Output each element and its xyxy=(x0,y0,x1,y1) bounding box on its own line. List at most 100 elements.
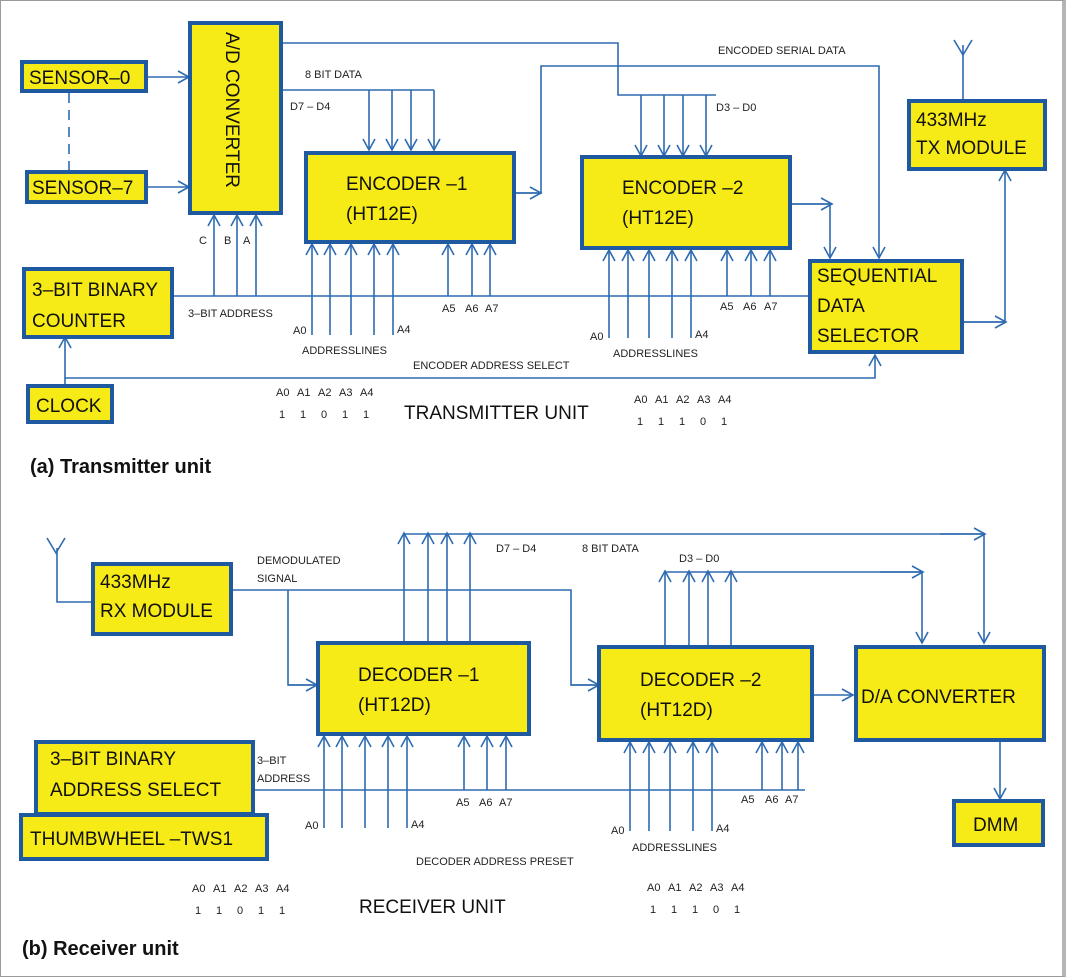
label-d7-d4: D7 – D4 xyxy=(290,101,330,113)
address-header: A2 xyxy=(689,882,702,894)
receiver-labels: DEMODULATED SIGNAL D7 – D4 8 BIT DATA D3… xyxy=(22,543,798,960)
counter-label-2: COUNTER xyxy=(32,311,126,332)
label-encoded-serial-data: ENCODED SERIAL DATA xyxy=(718,45,846,57)
receiver-blocks: 433MHz RX MODULE DECODER –1 (HT12D) DECO… xyxy=(19,562,1046,861)
transmitter-wires xyxy=(58,39,1012,385)
tx-module-block: 433MHz TX MODULE xyxy=(907,99,1047,171)
label-a: A xyxy=(243,235,251,247)
dac-label: D/A CONVERTER xyxy=(861,687,1016,708)
address-bit-value: 0 xyxy=(321,409,327,421)
address-header: A0 xyxy=(192,883,205,895)
tx-module-freq: 433MHz xyxy=(916,110,987,131)
label-enc1-a7: A7 xyxy=(485,303,498,315)
address-bit-value: 1 xyxy=(658,416,664,428)
address-header: A4 xyxy=(731,882,744,894)
wire-selector-tx xyxy=(962,168,1012,323)
wire-adc-d30-bus xyxy=(282,42,716,96)
decoder-2-label: DECODER –2 xyxy=(640,670,761,691)
address-select-block: 3–BIT BINARY ADDRESS SELECT xyxy=(34,740,255,816)
decoder-2-block: DECODER –2 (HT12D) xyxy=(597,645,814,742)
address-header: A3 xyxy=(697,394,710,406)
label-enc2-a5: A5 xyxy=(720,301,733,313)
label-enc2-a7: A7 xyxy=(764,301,777,313)
address-bit-value: 0 xyxy=(237,905,243,917)
rx-antenna-mast xyxy=(56,548,91,603)
address-header: A2 xyxy=(318,387,331,399)
label-dec2-a5: A5 xyxy=(741,794,754,806)
encoder-2-part: (HT12E) xyxy=(622,208,694,229)
address-bit-value: 1 xyxy=(279,905,285,917)
dmm-label: DMM xyxy=(973,815,1018,836)
dmm-block: DMM xyxy=(952,799,1045,847)
label-rx-d7-d4: D7 – D4 xyxy=(496,543,536,555)
label-dec1-a0: A0 xyxy=(305,820,318,832)
address-bit-value: 1 xyxy=(650,904,656,916)
dac-block: D/A CONVERTER xyxy=(854,645,1046,742)
receiver-wires xyxy=(46,527,1007,831)
transmitter-labels: 8 BIT DATA D7 – D4 D3 – D0 ENCODED SERIA… xyxy=(30,45,846,478)
selector-label-1: SEQUENTIAL xyxy=(817,266,937,287)
label-decoder-address-preset: DECODER ADDRESS PRESET xyxy=(416,856,574,868)
encoder-1-label: ENCODER –1 xyxy=(346,174,467,195)
address-bit-value: 0 xyxy=(700,416,706,428)
address-select-label-2: ADDRESS SELECT xyxy=(50,780,221,801)
sensor-0-label: SENSOR–0 xyxy=(29,68,130,89)
address-header: A1 xyxy=(213,883,226,895)
label-enc1-a0: A0 xyxy=(293,325,306,337)
encoder-2-label: ENCODER –2 xyxy=(622,178,743,199)
decoder-2-part: (HT12D) xyxy=(640,700,713,721)
transmitter-caption: (a) Transmitter unit xyxy=(30,456,211,478)
label-8-bit-data: 8 BIT DATA xyxy=(305,69,363,81)
adc-label: A/D CONVERTER xyxy=(221,32,242,188)
label-demodulated: DEMODULATED xyxy=(257,555,341,567)
address-bit-value: 1 xyxy=(300,409,306,421)
label-rx-3-bit: 3–BIT xyxy=(257,755,287,767)
thumbwheel-block: THUMBWHEEL –TWS1 xyxy=(19,813,269,861)
address-bit-value: 1 xyxy=(692,904,698,916)
address-header: A3 xyxy=(710,882,723,894)
address-header: A1 xyxy=(655,394,668,406)
address-header: A0 xyxy=(647,882,660,894)
address-bit-value: 1 xyxy=(216,905,222,917)
decoder-1-part: (HT12D) xyxy=(358,695,431,716)
label-enc1-a5: A5 xyxy=(442,303,455,315)
address-bit-value: 1 xyxy=(734,904,740,916)
label-enc1-a6: A6 xyxy=(465,303,478,315)
decoder-1-block: DECODER –1 (HT12D) xyxy=(316,641,531,736)
address-select-label-1: 3–BIT BINARY xyxy=(50,749,176,770)
address-bit-value: 0 xyxy=(713,904,719,916)
address-bit-value: 1 xyxy=(637,416,643,428)
label-d3-d0: D3 – D0 xyxy=(716,102,756,114)
label-enc2-addresslines: ADDRESSLINES xyxy=(613,348,698,360)
address-header: A3 xyxy=(339,387,352,399)
address-header: A1 xyxy=(297,387,310,399)
label-dec1-a7: A7 xyxy=(499,797,512,809)
label-enc2-a6: A6 xyxy=(743,301,756,313)
label-enc1-a4: A4 xyxy=(397,324,410,336)
label-signal: SIGNAL xyxy=(257,573,297,585)
selector-label-3: SELECTOR xyxy=(817,326,919,347)
label-dec1-a6: A6 xyxy=(479,797,492,809)
address-bit-value: 1 xyxy=(679,416,685,428)
binary-counter-block: 3–BIT BINARY COUNTER xyxy=(22,267,174,339)
label-enc2-a0: A0 xyxy=(590,331,603,343)
encoder-2-block: ENCODER –2 (HT12E) xyxy=(580,155,792,250)
wire-encoder-address-select xyxy=(65,353,882,379)
rx-module-label: RX MODULE xyxy=(100,601,213,622)
sequential-data-selector-block: SEQUENTIAL DATA SELECTOR xyxy=(808,259,964,354)
address-header: A4 xyxy=(276,883,289,895)
label-b: B xyxy=(224,235,231,247)
encoder-1-part: (HT12E) xyxy=(346,204,418,225)
label-enc1-addresslines: ADDRESSLINES xyxy=(302,345,387,357)
label-dec2-a0: A0 xyxy=(611,825,624,837)
address-header: A1 xyxy=(668,882,681,894)
transmitter-blocks: SENSOR–0 SENSOR–7 A/D CONVERTER ENCODER … xyxy=(20,21,1047,424)
address-bit-value: 1 xyxy=(363,409,369,421)
label-dec1-a5: A5 xyxy=(456,797,469,809)
label-dec2-addresslines: ADDRESSLINES xyxy=(632,842,717,854)
wire-rx-decoder1 xyxy=(287,590,316,686)
